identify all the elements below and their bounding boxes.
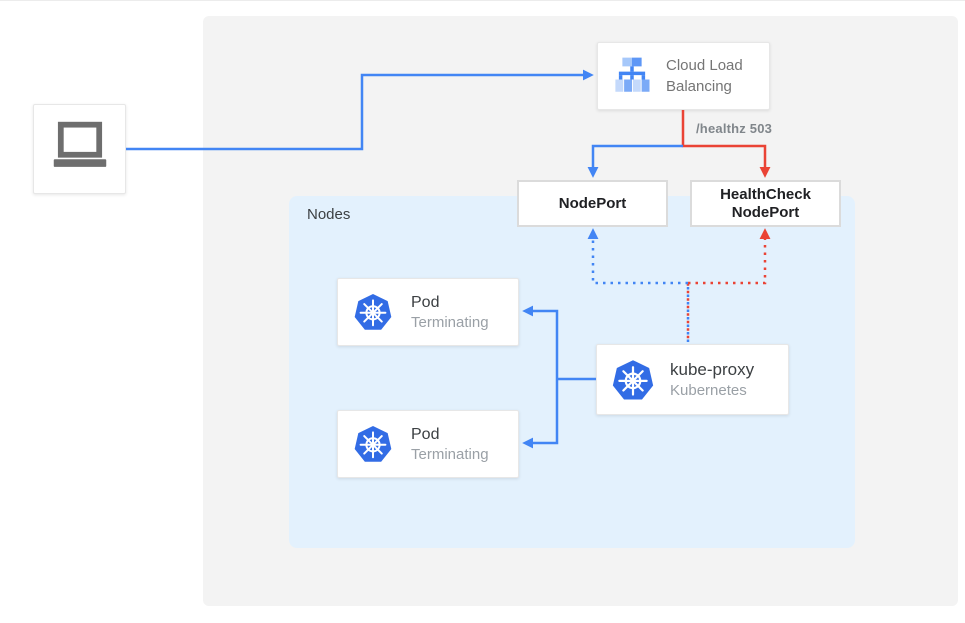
cloud-load-balancing-label: Cloud Load Balancing xyxy=(666,57,743,95)
cloud-load-balancing-node: Cloud Load Balancing xyxy=(597,42,770,110)
laptop-icon xyxy=(53,121,106,167)
kubernetes-icon xyxy=(354,294,392,330)
kube-proxy-title: kube-proxy xyxy=(670,360,755,379)
nodes-group-label: Nodes xyxy=(307,206,351,223)
nodeport-label: NodePort xyxy=(558,194,627,212)
nodeport-node: NodePort xyxy=(517,180,668,227)
pod-node-2: Pod Terminating xyxy=(337,410,519,478)
healthcheck-nodeport-label: HealthCheck NodePort xyxy=(720,185,811,221)
pod-title: Pod xyxy=(411,425,440,443)
cloud-load-balancing-icon xyxy=(615,57,650,92)
healthcheck-nodeport-node: HealthCheck NodePort xyxy=(690,180,841,227)
kube-proxy-node: kube-proxy Kubernetes xyxy=(596,344,789,415)
kubernetes-icon xyxy=(354,426,392,462)
healthz-annotation: /healthz 503 xyxy=(696,121,773,136)
pod-node-1: Pod Terminating xyxy=(337,278,519,346)
pod-status: Terminating xyxy=(411,313,489,331)
kube-proxy-subtitle: Kubernetes xyxy=(670,382,747,399)
client-node xyxy=(33,104,126,194)
pod-title: Pod xyxy=(411,293,440,311)
pod-status: Terminating xyxy=(411,445,489,463)
kubernetes-icon xyxy=(612,359,654,399)
top-divider xyxy=(0,0,965,1)
